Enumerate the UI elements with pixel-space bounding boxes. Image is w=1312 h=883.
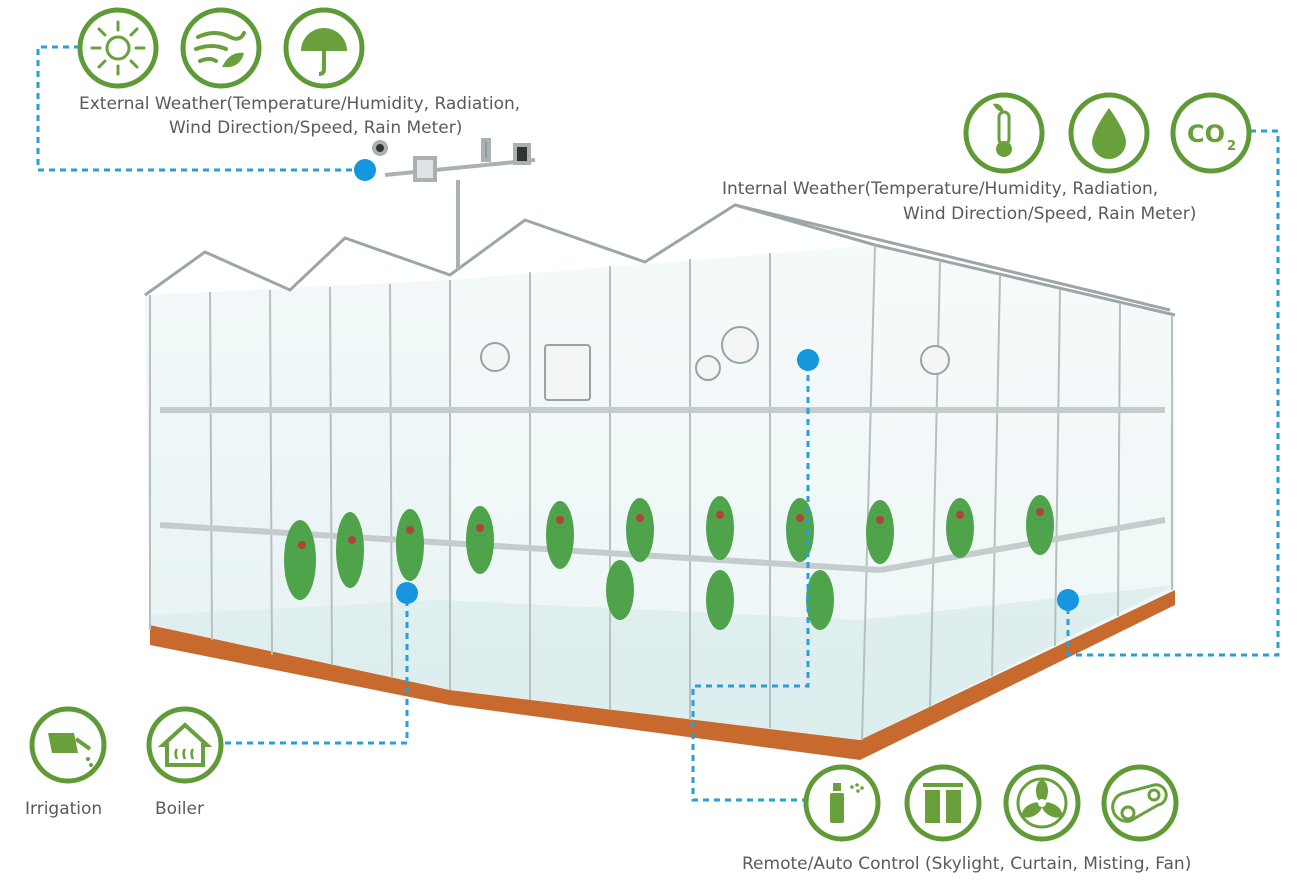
irrigation-label: Irrigation [25, 799, 103, 819]
external-weather-label-line2: Wind Direction/Speed, Rain Meter) [169, 118, 463, 138]
spray-bottle-icon [802, 763, 882, 843]
sun-icon [77, 7, 159, 89]
control-connector [691, 360, 810, 802]
floor-base [150, 590, 1175, 760]
co2-subscript: 2 [1227, 139, 1236, 154]
thermometer-icon [963, 92, 1045, 174]
co2-text: CO [1187, 120, 1225, 148]
water-drop-icon [1068, 92, 1150, 174]
belt-drive-icon [1100, 763, 1180, 843]
internal-marker [1057, 589, 1079, 611]
internal-weather-label-line2: Wind Direction/Speed, Rain Meter) [903, 204, 1197, 224]
wind-icon [180, 7, 262, 89]
curtain-icon [903, 763, 983, 843]
control-marker [797, 349, 819, 371]
boiler-house-icon [145, 705, 225, 785]
boiler-label: Boiler [155, 799, 204, 819]
rain-gauge-icon [283, 7, 365, 89]
external-weather-label-line1: External Weather(Temperature/Humidity, R… [79, 94, 521, 114]
boiler-connector [225, 593, 409, 745]
internal-weather-label-line1: Internal Weather(Temperature/Humidity, R… [722, 179, 1159, 199]
fan-icon [1002, 763, 1082, 843]
external-connector [36, 45, 365, 172]
boiler-marker [396, 582, 418, 604]
external-marker [354, 159, 376, 181]
internal-connector [1066, 129, 1280, 657]
co2-icon: CO 2 [1170, 92, 1252, 174]
watering-can-icon [28, 705, 108, 785]
remote-control-label: Remote/Auto Control (Skylight, Curtain, … [742, 854, 1192, 874]
